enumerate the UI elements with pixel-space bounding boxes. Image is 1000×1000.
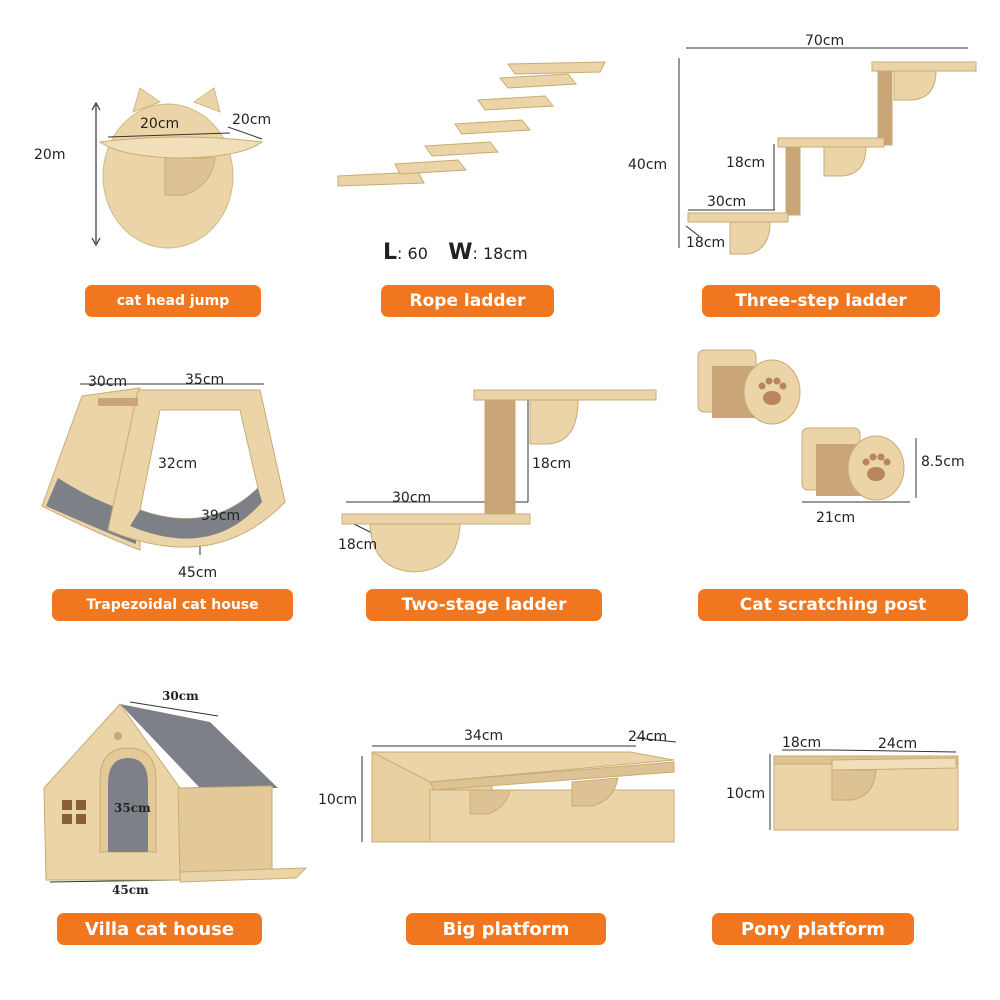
dimension-label: 21cm (816, 510, 856, 526)
dimension-label: 18cm (726, 155, 766, 171)
product-trapezoidal-cat-house: 30cm 35cm 32cm 39cm 45cm Trapezoidal cat… (0, 330, 330, 630)
product-big-platform: 34cm 24cm 10cm Big platform (318, 630, 690, 960)
dimension-label: 18cm (532, 456, 572, 472)
dimension-label: 8.5cm (921, 454, 965, 470)
spec-width-key: W (448, 240, 473, 265)
product-cat-scratching-post: 8.5cm 21cm Cat scratching post (670, 330, 1000, 630)
dimension-label: 40cm (628, 157, 668, 173)
product-cat-head-jump: 20cm 20cm 20m cat head jump (0, 0, 330, 330)
dimension-label: 30cm (707, 194, 747, 210)
spec-length-value: 60 (407, 244, 428, 263)
dimension-label: 18cm (338, 537, 378, 553)
product-label: Two-stage ladder (366, 589, 602, 621)
villa-cat-house-illustration (43, 701, 308, 883)
dimension-label: 18cm (686, 235, 726, 251)
product-label: Cat scratching post (698, 589, 968, 621)
dimension-label: 45cm (112, 883, 149, 897)
dimension-label: 30cm (392, 490, 432, 506)
dimension-label: 20cm (232, 112, 272, 128)
rope-ladder-illustration (337, 61, 606, 187)
big-platform-illustration (361, 737, 677, 843)
dimension-label: 35cm (185, 372, 225, 388)
two-stage-ladder-illustration (341, 389, 657, 573)
pony-platform-illustration (769, 749, 959, 831)
dimension-label: 32cm (158, 456, 198, 472)
cat-scratching-post-illustration (697, 349, 917, 503)
product-label: Three-step ladder (702, 285, 940, 317)
dimension-label: 70cm (805, 33, 845, 49)
product-label: Rope ladder (381, 285, 554, 317)
dimension-label: 24cm (878, 736, 918, 752)
dimension-label: 10cm (726, 786, 766, 802)
spec-width-value: 18cm (482, 244, 528, 263)
trapezoidal-cat-house-illustration (41, 383, 286, 555)
dimension-label: 34cm (464, 728, 504, 744)
product-label: Villa cat house (57, 913, 262, 945)
product-label: cat head jump (85, 285, 261, 317)
dimension-label: 30cm (88, 374, 128, 390)
product-label: Pony platform (712, 913, 914, 945)
dimension-label: 35cm (114, 801, 151, 815)
product-three-step-ladder: 70cm 40cm 18cm 30cm 18cm Three-step ladd… (0, 0, 1000, 330)
dimension-label: 10cm (318, 792, 358, 808)
product-label: Big platform (406, 913, 606, 945)
dimension-label: 45cm (178, 565, 218, 581)
product-villa-cat-house: 30cm 35cm 45cm Villa cat house (0, 630, 330, 960)
product-pony-platform: 18cm 24cm 10cm Pony platform (670, 630, 1000, 960)
spec-length-key: L (383, 240, 398, 265)
three-step-ladder-illustration (678, 47, 977, 255)
paw-print-icon (758, 377, 787, 405)
dimension-label: 24cm (628, 729, 668, 745)
cat-head-jump-illustration (91, 87, 264, 249)
product-label: Trapezoidal cat house (52, 589, 293, 621)
dimension-label: 20m (34, 147, 66, 163)
window-icon (62, 800, 86, 824)
paw-print-icon (862, 453, 891, 481)
dimension-label: 18cm (782, 735, 822, 751)
rope-ladder-spec: L: 60 W: 18cm (383, 240, 528, 265)
dimension-label: 20cm (140, 116, 180, 132)
dimension-label: 30cm (162, 689, 199, 703)
product-rope-ladder: L: 60 W: 18cm Rope ladder (0, 0, 670, 330)
product-two-stage-ladder: 18cm 30cm 18cm Two-stage ladder (330, 330, 670, 630)
dimension-label: 39cm (201, 508, 241, 524)
